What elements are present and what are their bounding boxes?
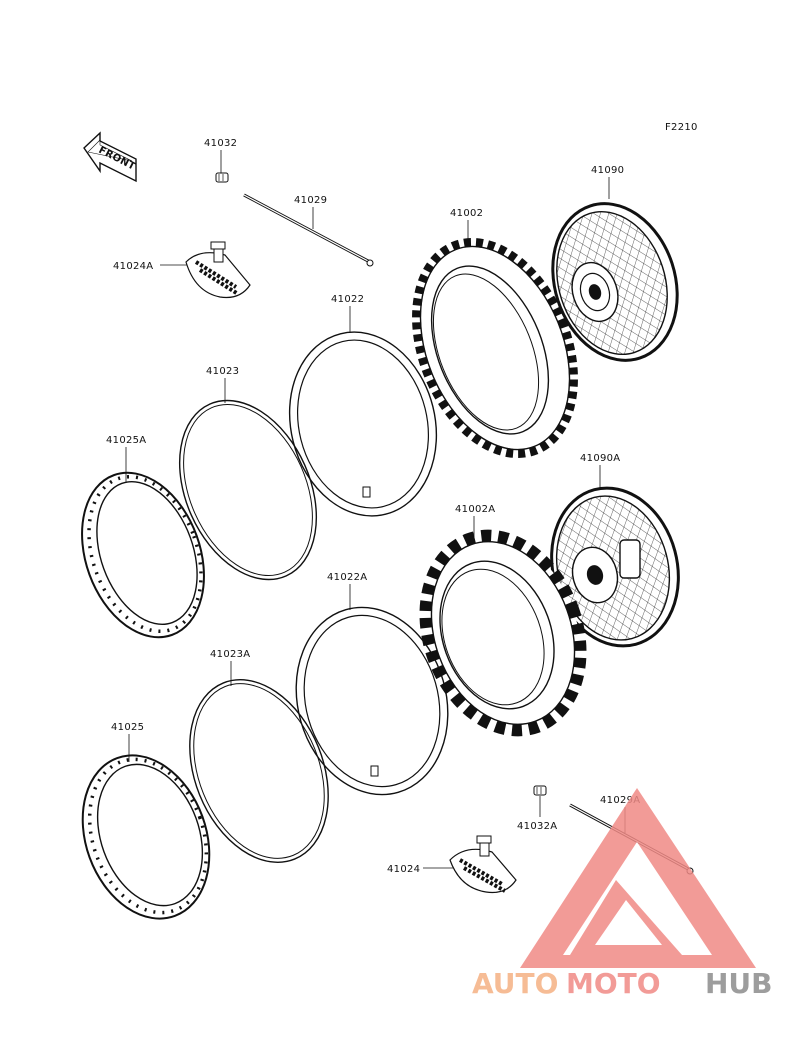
part-label-41022A: 41022A [327,572,367,583]
front-tire-icon [412,238,578,458]
valve-nut-icon [215,172,229,183]
part-41025A: 41025A [81,435,205,639]
part-label-41025A: 41025A [106,435,146,446]
part-label-41002A: 41002A [455,504,495,515]
part-41029: 41029 [243,193,374,267]
part-41023: 41023 [178,366,318,581]
part-41025: 41025 [81,722,211,920]
part-41024A: 41024A [113,241,251,299]
rim-band-icon [185,241,251,299]
rim-strip-icon [178,399,318,581]
figure-code: F2210 [665,122,698,133]
valve-nut-icon [533,785,547,796]
part-41002A: 41002A [419,504,587,737]
rim-band-icon [449,835,517,894]
watermark-text-auto: AUTO [472,967,558,1000]
rear-wheel-icon [550,486,680,648]
front-arrow-icon: FRONT [83,131,137,183]
part-label-41032: 41032 [204,138,237,149]
watermark-text-moto: MOTO [566,967,661,1000]
part-41024: 41024 [387,835,517,894]
part-label-41090A: 41090A [580,453,620,464]
part-41090: 41090 [551,165,679,362]
part-label-41022: 41022 [331,294,364,305]
part-label-41025: 41025 [111,722,144,733]
spoke-icon [243,193,374,267]
part-label-41024A: 41024A [113,261,153,272]
part-label-41029A: 41029A [600,795,640,806]
front-tube-icon [288,331,438,517]
part-label-41029: 41029 [294,195,327,206]
part-41032: 41032 [204,138,237,183]
front-wheel-icon [551,202,679,362]
rear-rim-icon [81,754,211,920]
part-label-41032A: 41032A [517,821,557,832]
part-label-41002: 41002 [450,208,483,219]
part-label-41023A: 41023A [210,649,250,660]
part-41002: 41002 [412,208,578,458]
part-label-41023: 41023 [206,366,239,377]
watermark-logo: AUTO MOTO HUB [472,788,773,1000]
rear-rim-strip-icon [189,679,329,863]
part-41090A: 41090A [550,453,680,648]
part-label-41090: 41090 [591,165,624,176]
watermark-text-hub: HUB [705,967,773,1000]
part-41032A: 41032A [517,785,557,832]
front-rim-icon [81,471,205,639]
part-41023A: 41023A [189,649,329,863]
part-41022A: 41022A [295,572,449,796]
part-label-41024: 41024 [387,864,420,875]
rear-tube-icon [295,606,449,796]
part-41022: 41022 [288,294,438,517]
rear-tire-icon [419,529,587,737]
